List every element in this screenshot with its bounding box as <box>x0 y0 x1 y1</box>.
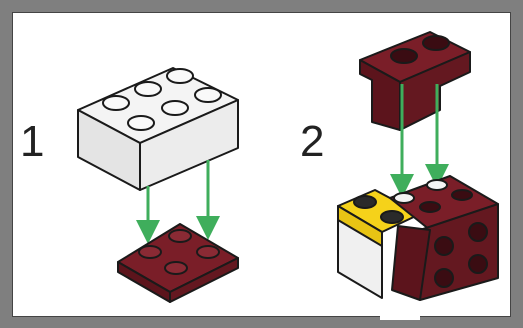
dark-red-slope-brick <box>359 31 471 131</box>
step-number-1: 1 <box>20 117 45 166</box>
step2-arrows <box>390 84 449 198</box>
dark-red-side-stud-brick <box>389 175 499 301</box>
white-brick-2x3 <box>77 67 239 191</box>
step-number-2: 2 <box>300 117 325 166</box>
frame-notch <box>380 316 420 320</box>
step1-arrows <box>136 160 220 244</box>
dark-red-plate-2x2 <box>117 223 239 303</box>
